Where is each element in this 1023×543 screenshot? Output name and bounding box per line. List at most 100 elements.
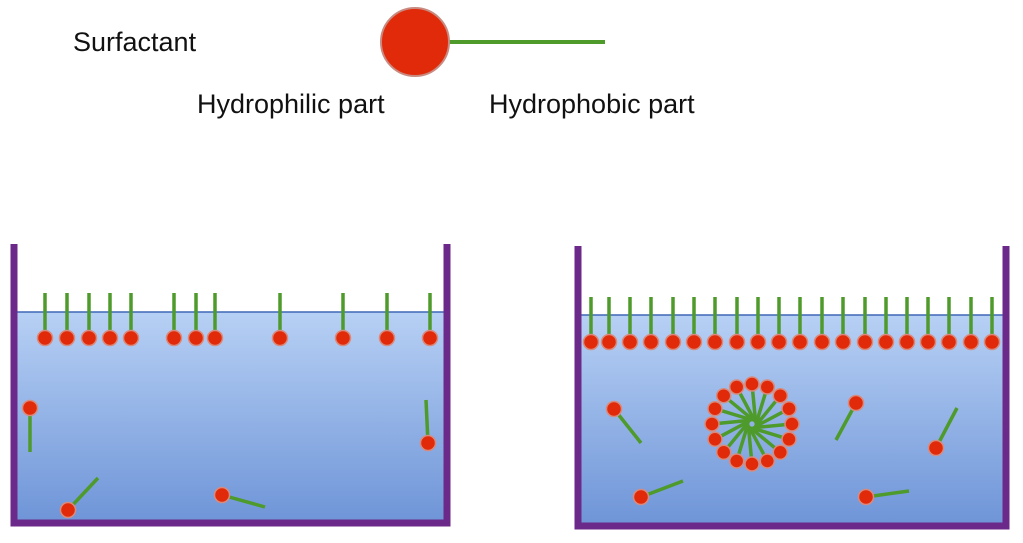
hydrophilic-head [58,329,76,347]
hydrophilic-head [632,488,650,506]
hydrophilic-head [187,329,205,347]
hydrophilic-head [704,416,720,432]
beaker-wall [10,244,451,527]
hydrophilic-head [642,333,660,351]
surfactant-molecule [877,297,895,351]
surfactant-molecule [334,293,352,347]
surfactant-molecule [59,476,100,519]
hydrophilic-head [877,333,895,351]
hydrophilic-head [927,439,945,457]
legend-surfactant-molecule [380,7,605,77]
surfactant-molecule [213,486,266,509]
surfactant-molecule [707,400,753,422]
surfactant-molecule [962,297,980,351]
surfactant-molecule [122,293,140,347]
surfactant-molecules [582,297,1001,506]
hydrophilic-head [582,333,600,351]
surfactant-molecule [927,407,959,457]
water [14,312,444,521]
surfactant-molecule [770,297,788,351]
surfactant-molecule [707,419,751,448]
hydrophilic-head [378,329,396,347]
surfactant-molecule [857,488,910,506]
surfactant-molecule [80,293,98,347]
hydrophilic-head [21,399,39,417]
hydrophilic-head [857,488,875,506]
hydrophilic-head [759,453,776,469]
hydrophilic-head [847,394,865,412]
surfactant-molecule [704,416,751,432]
surfactant-molecule [600,297,618,351]
hydrophilic-head [707,431,723,448]
surfactant-molecule [754,379,776,425]
surfactant-molecule [605,400,643,445]
surfactant-molecule [753,400,797,429]
hydrophilic-head [940,333,958,351]
micelle [704,376,800,472]
surfactant-molecule [747,425,776,469]
hydrophilic-head [744,376,760,392]
hydrophilic-head [664,333,682,351]
surfactant-molecule [36,293,54,347]
surfactant-molecule [898,297,916,351]
hydrophilic-head [419,434,437,452]
hydrophilic-head [600,333,618,351]
surfactant-molecule [21,399,39,452]
surfactant-molecule [642,297,660,351]
low-concentration-beaker [10,244,451,527]
hydrophilic-head [744,456,760,472]
surfactant-molecule [706,297,724,351]
surfactant-molecule [983,297,1001,351]
hydrophilic-head [791,333,809,351]
surfactant-label: Surfactant [73,27,197,57]
hydrophilic-head [685,333,703,351]
surfactant-molecule [187,293,205,347]
hydrophilic-head [706,333,724,351]
surfactant-molecule [378,293,396,347]
hydrophilic-head [983,333,1001,351]
hydrophilic-head [122,329,140,347]
surfactant-molecule [715,387,755,422]
hydrophilic-head [101,329,119,347]
surfactant-molecule [856,297,874,351]
hydrophilic-head [813,333,831,351]
surfactant-molecule [919,297,937,351]
hydrophilic-head [856,333,874,351]
hydrophilic-head [728,333,746,351]
hydrophilic-head [715,387,732,404]
surfactant-molecule [58,293,76,347]
hydrophilic-head [715,444,732,461]
surfactant-molecule [744,425,760,472]
surfactant-molecules [21,293,439,519]
surfactant-molecule [728,297,746,351]
hydrophilic-head [213,486,231,504]
hydrophilic-part-label: Hydrophilic part [197,89,385,119]
surfactant-molecule [749,297,767,351]
surfactant-molecule [813,297,831,351]
hydrophilic-head [605,400,623,418]
surfactant-molecule [791,297,809,351]
hydrophilic-head [784,416,800,432]
surfactant-molecule [419,399,437,452]
hydrophilic-head [728,453,745,469]
surfactant-molecule [421,293,439,347]
surfactant-molecule [751,426,797,448]
hydrophilic-head [759,379,776,395]
hydrophilic-head [165,329,183,347]
surfactant-molecule [728,423,750,469]
surfactant-molecule [165,293,183,347]
surfactant-molecule [744,376,760,423]
hydrophilic-head [781,400,797,417]
hydrophilic-head [728,379,745,395]
surfactant-molecule [728,379,757,423]
surfactant-molecule [206,293,224,347]
surfactant-molecule [664,297,682,351]
hydrophilic-head [334,329,352,347]
surfactant-molecule [834,394,865,441]
surfactant-molecule [834,297,852,351]
hydrophilic-head [772,387,789,404]
hydrophilic-head [59,501,77,519]
legend-head [380,7,450,77]
hydrophilic-head [834,333,852,351]
